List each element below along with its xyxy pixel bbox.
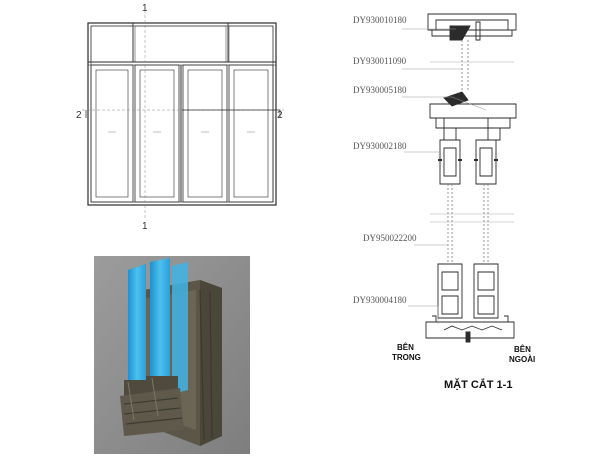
door-elevation — [82, 10, 284, 218]
profile-label-4: DY930002180 — [353, 141, 407, 151]
section-mark-right: 2 — [277, 110, 283, 121]
profile-label-6: DY930004180 — [353, 295, 407, 305]
section-mark-top: 1 — [142, 3, 148, 14]
side-outside-line-2: NGOÀI — [509, 355, 535, 364]
side-outside-line-1: BÊN — [514, 345, 531, 354]
profile-label-2: DY930011090 — [353, 56, 407, 66]
profile-photo — [94, 256, 250, 454]
section-mark-left: 2 — [76, 110, 82, 121]
profile-label-3: DY930005180 — [353, 85, 407, 95]
section-drawing — [402, 13, 517, 343]
section-mark-bottom: 1 — [142, 221, 148, 232]
side-inside-line-2: TRONG — [392, 353, 421, 362]
section-title: MẶT CẮT 1-1 — [444, 378, 512, 391]
profile-label-1: DY930010180 — [353, 15, 407, 25]
side-inside-line-1: BÊN — [397, 343, 414, 352]
profile-label-5: DY950022200 — [363, 233, 417, 243]
